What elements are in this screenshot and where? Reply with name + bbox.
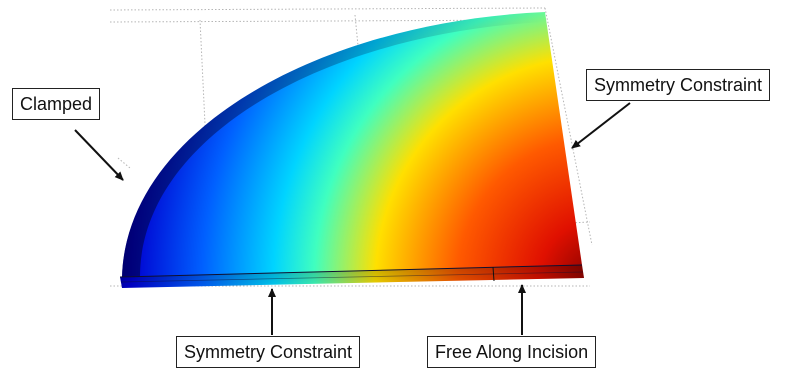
incision-divider	[492, 266, 495, 282]
slab-top-edge	[119, 264, 583, 278]
fem-quarter-disc	[122, 12, 582, 277]
label-free-along-incision: Free Along Incision	[427, 336, 597, 368]
curved-rim-shade	[122, 12, 546, 277]
arrow-symmetry-right	[571, 102, 631, 149]
label-clamped: Clamped	[12, 88, 101, 120]
slab-bottom-shade	[120, 265, 584, 288]
slab-mid-edge	[120, 271, 584, 283]
arrow-clamped	[74, 129, 124, 181]
label-symmetry-constraint-right: Symmetry Constraint	[586, 69, 771, 101]
label-symmetry-constraint-bottom: Symmetry Constraint	[176, 336, 361, 368]
